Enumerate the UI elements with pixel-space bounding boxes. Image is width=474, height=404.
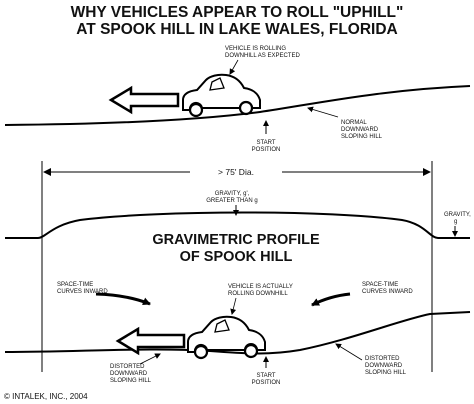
top-hill-label-1: NORMAL	[341, 120, 367, 126]
top-car-note-2: DOWNHILL AS EXPECTED	[225, 53, 300, 59]
gravity-high-label-2: GREATER THAN g	[206, 198, 257, 204]
right-curve-label-2: CURVES INWARD	[362, 289, 413, 295]
car-icon	[182, 73, 261, 118]
distort-left-label-3: SLOPING HILL	[110, 378, 152, 384]
car-icon-bottom	[187, 315, 266, 360]
roll-direction-arrow	[108, 85, 180, 115]
top-car-note-1: VEHICLE IS ROLLING	[225, 46, 286, 52]
gravity-normal-label-1: GRAVITY,	[444, 212, 471, 218]
bottom-roll-arrow	[115, 326, 186, 356]
bottom-start-label-1: START	[256, 373, 275, 379]
top-start-label-1: START	[256, 140, 275, 146]
gravity-normal-label-2: g	[454, 219, 457, 225]
copyright: © INTALEK, INC., 2004	[4, 392, 88, 401]
bottom-start-label-2: POSITION	[252, 380, 281, 386]
distort-right-label-3: SLOPING HILL	[365, 370, 407, 376]
normal-hill-curve	[4, 85, 471, 126]
distort-right-label-2: DOWNWARD	[365, 363, 403, 369]
right-curve-label-1: SPACE-TIME	[362, 282, 398, 288]
gravity-high-label-1: GRAVITY, g',	[215, 191, 250, 197]
profile-title-2: OF SPOOK HILL	[180, 249, 293, 265]
distort-right-label-1: DISTORTED	[365, 356, 400, 362]
left-curve-label-2: CURVES INWARD	[57, 289, 108, 295]
top-start-label-2: POSITION	[252, 147, 281, 153]
bottom-car-note-1: VEHICLE IS ACTUALLY	[228, 284, 293, 290]
distort-left-label-1: DISTORTED	[110, 364, 145, 370]
distort-left-label-2: DOWNWARD	[110, 371, 148, 377]
profile-title-1: GRAVIMETRIC PROFILE	[152, 232, 320, 248]
title-line-1: WHY VEHICLES APPEAR TO ROLL "UPHILL"	[71, 4, 404, 21]
gravimetric-profile-curve	[5, 211, 470, 239]
left-curve-label-1: SPACE-TIME	[57, 282, 93, 288]
dimension-label: > 75' Dia.	[218, 167, 254, 177]
title-line-2: AT SPOOK HILL IN LAKE WALES, FLORIDA	[76, 21, 397, 38]
bottom-car-note-2: ROLLING DOWNHILL	[228, 291, 288, 297]
spacetime-arrow-right	[311, 292, 351, 307]
top-hill-label-3: SLOPING HILL	[341, 134, 383, 140]
spacetime-arrow-left	[95, 292, 151, 306]
top-hill-label-2: DOWNWARD	[341, 127, 379, 133]
